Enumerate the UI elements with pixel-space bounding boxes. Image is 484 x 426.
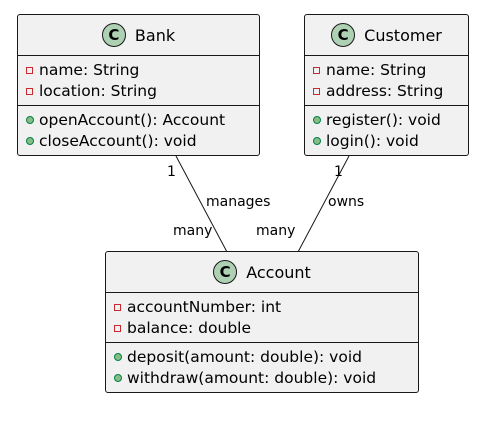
association-line-bank-account: [175, 155, 228, 253]
method-row: register(): void: [313, 109, 462, 130]
method-row: withdraw(amount: double): void: [114, 367, 412, 388]
public-visibility-icon: [26, 137, 34, 145]
attribute-row: address: String: [313, 80, 462, 101]
attribute-text: name: String: [39, 60, 140, 79]
attributes-section: accountNumber: int balance: double: [106, 293, 418, 343]
attribute-row: balance: double: [114, 317, 412, 338]
attribute-row: name: String: [313, 59, 462, 80]
class-header: C Account: [106, 252, 418, 293]
method-row: login(): void: [313, 130, 462, 151]
method-text: closeAccount(): void: [39, 131, 197, 150]
method-text: withdraw(amount: double): void: [127, 368, 377, 387]
methods-section: openAccount(): Account closeAccount(): v…: [18, 106, 259, 155]
association-label-manages: manages: [206, 194, 271, 210]
attribute-text: name: String: [326, 60, 427, 79]
class-account[interactable]: C Account accountNumber: int balance: do…: [105, 251, 419, 393]
public-visibility-icon: [26, 116, 34, 124]
class-name: Bank: [134, 25, 176, 45]
class-name: Account: [246, 262, 311, 282]
public-visibility-icon: [114, 374, 122, 382]
attribute-row: accountNumber: int: [114, 296, 412, 317]
association-label-owns: owns: [328, 194, 365, 210]
method-text: openAccount(): Account: [39, 110, 226, 129]
method-text: deposit(amount: double): void: [127, 347, 362, 366]
association-line-customer-account: [297, 155, 350, 253]
attributes-section: name: String location: String: [18, 56, 259, 106]
attribute-text: balance: double: [127, 318, 251, 337]
class-header: C Bank: [18, 15, 259, 56]
class-stereotype-icon: C: [101, 23, 126, 47]
method-row: openAccount(): Account: [26, 109, 253, 130]
public-visibility-icon: [313, 137, 321, 145]
attribute-row: location: String: [26, 80, 253, 101]
private-visibility-icon: [114, 324, 121, 332]
attribute-row: name: String: [26, 59, 253, 80]
multiplicity-bank-target: many: [173, 223, 213, 239]
public-visibility-icon: [313, 116, 321, 124]
private-visibility-icon: [114, 303, 121, 311]
method-text: login(): void: [326, 131, 419, 150]
method-row: closeAccount(): void: [26, 130, 253, 151]
multiplicity-customer-source: 1: [334, 164, 343, 180]
class-stereotype-icon: C: [331, 23, 356, 47]
private-visibility-icon: [26, 87, 33, 95]
private-visibility-icon: [313, 66, 320, 74]
method-row: deposit(amount: double): void: [114, 346, 412, 367]
class-bank[interactable]: C Bank name: String location: String ope…: [17, 14, 260, 156]
method-text: register(): void: [326, 110, 441, 129]
class-stereotype-icon: C: [213, 260, 238, 284]
attribute-text: accountNumber: int: [127, 297, 282, 316]
multiplicity-customer-target: many: [256, 223, 296, 239]
methods-section: deposit(amount: double): void withdraw(a…: [106, 343, 418, 392]
private-visibility-icon: [313, 87, 320, 95]
attribute-text: address: String: [326, 81, 444, 100]
multiplicity-bank-source: 1: [167, 164, 176, 180]
methods-section: register(): void login(): void: [305, 106, 468, 155]
class-customer[interactable]: C Customer name: String address: String …: [304, 14, 469, 156]
public-visibility-icon: [114, 353, 122, 361]
class-name: Customer: [364, 25, 442, 45]
attributes-section: name: String address: String: [305, 56, 468, 106]
attribute-text: location: String: [39, 81, 157, 100]
private-visibility-icon: [26, 66, 33, 74]
class-header: C Customer: [305, 15, 468, 56]
